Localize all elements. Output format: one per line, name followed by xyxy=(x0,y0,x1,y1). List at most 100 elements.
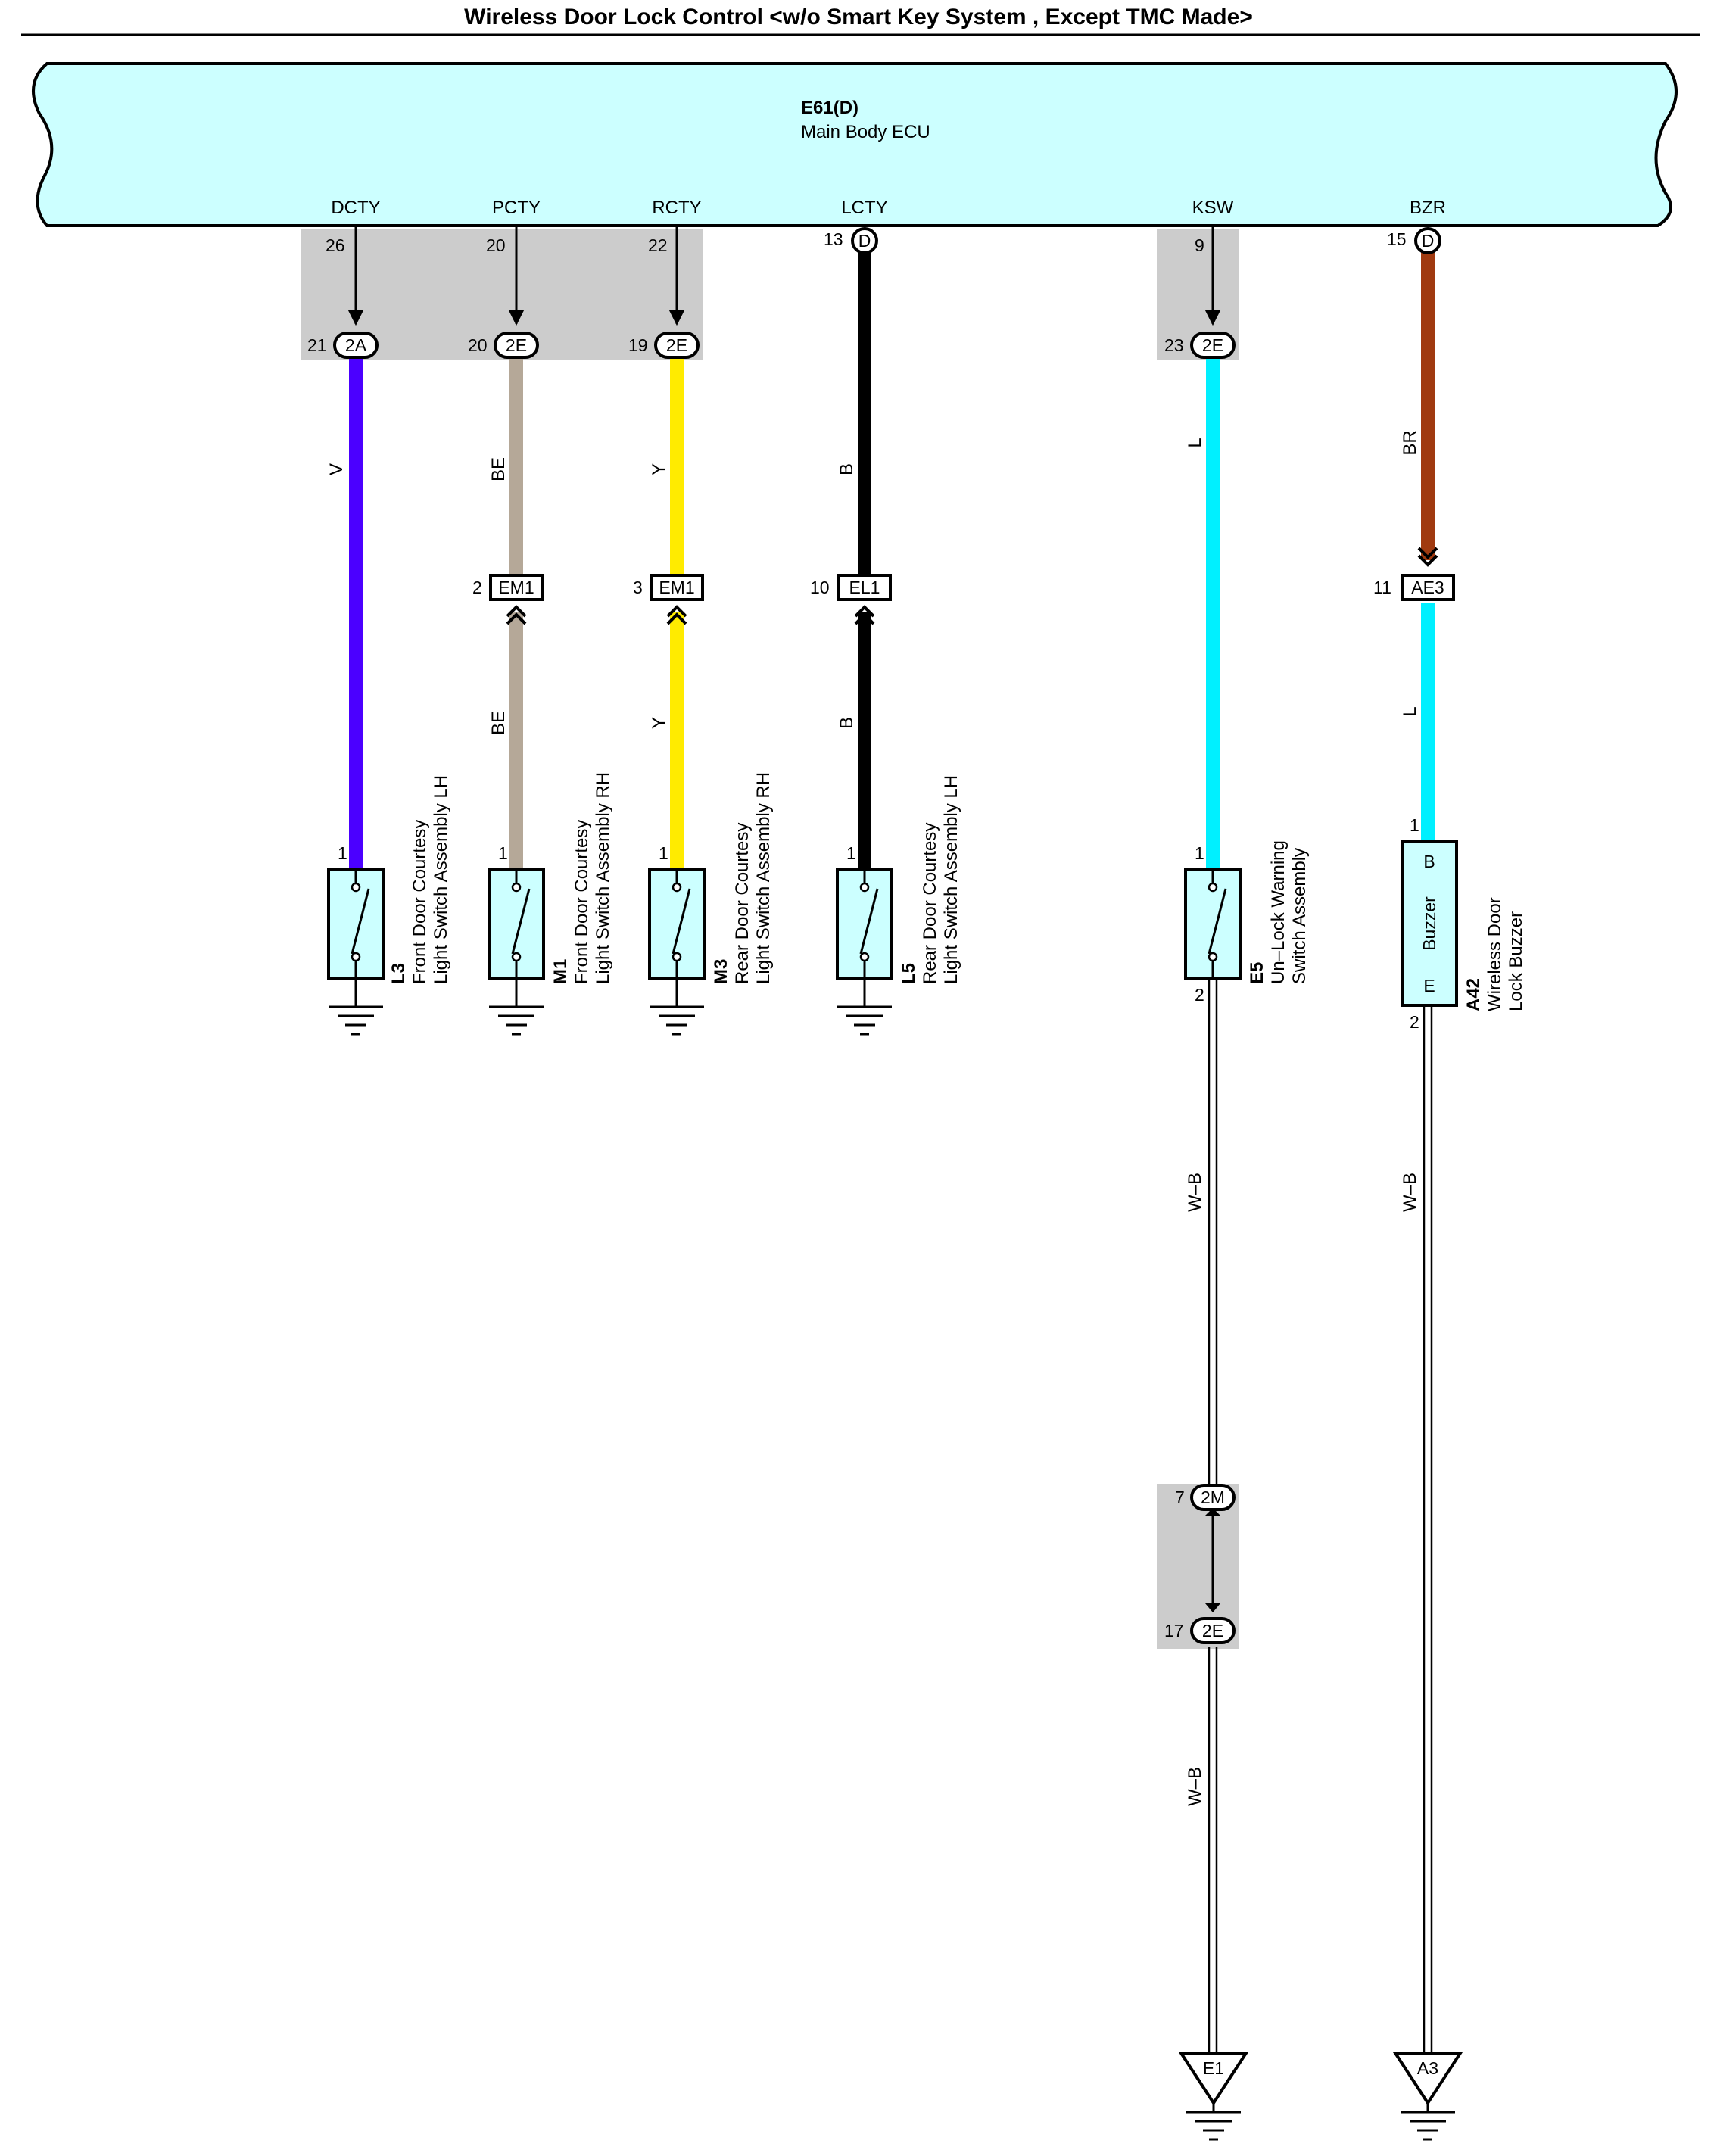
svg-text:1: 1 xyxy=(846,843,856,863)
switch-e5: 1 2 xyxy=(1184,843,1242,1005)
svg-text:D: D xyxy=(1422,231,1435,251)
ecu-pin-dcty: 26 xyxy=(326,235,345,255)
ecu-pin-pcty: 20 xyxy=(486,235,506,255)
svg-text:A42: A42 xyxy=(1463,978,1484,1011)
svg-text:1: 1 xyxy=(338,843,347,863)
svg-text:AE3: AE3 xyxy=(1411,578,1444,597)
signal-bzr: BZR xyxy=(1410,198,1446,218)
connector-em1-pcty: EM1 2 xyxy=(472,574,544,625)
svg-text:1: 1 xyxy=(498,843,508,863)
svg-text:B: B xyxy=(1423,852,1435,871)
svg-text:Light Switch Assembly RH: Light Switch Assembly RH xyxy=(593,772,613,984)
ecu-pin-lcty: 13 xyxy=(824,229,843,249)
svg-text:D: D xyxy=(858,231,871,251)
ecu-pin-bzr: 15 xyxy=(1387,229,1407,249)
signal-dcty: DCTY xyxy=(331,198,380,218)
svg-text:10: 10 xyxy=(810,578,830,597)
svg-text:20: 20 xyxy=(468,335,488,355)
label-l5: L5 Rear Door Courtesy Light Switch Assem… xyxy=(899,775,961,984)
ecu-block xyxy=(32,62,1678,227)
ecu-pin-rcty: 22 xyxy=(648,235,668,255)
wire-label-l-ksw: L xyxy=(1185,438,1205,447)
wire-wb-a42 xyxy=(1423,1005,1433,2053)
svg-text:A3: A3 xyxy=(1417,2058,1438,2078)
junction-2e-ground: 2E 17 xyxy=(1164,1617,1236,1644)
svg-text:3: 3 xyxy=(633,578,643,597)
junction-2e-rcty: 2E 19 xyxy=(628,332,700,359)
label-l3: L3 Front Door Courtesy Light Switch Asse… xyxy=(388,775,451,984)
svg-text:2M: 2M xyxy=(1201,1488,1225,1507)
svg-text:Rear Door Courtesy: Rear Door Courtesy xyxy=(920,823,940,984)
svg-text:2E: 2E xyxy=(1202,1621,1223,1640)
connector-em1-rcty: EM1 3 xyxy=(633,574,704,625)
svg-text:E: E xyxy=(1423,976,1435,995)
svg-text:Lock Buzzer: Lock Buzzer xyxy=(1506,911,1526,1011)
wire-label-wb-a42: W–B xyxy=(1400,1173,1420,1212)
svg-text:Light Switch Assembly RH: Light Switch Assembly RH xyxy=(753,772,774,984)
connector-ae3-bzr: AE3 11 xyxy=(1373,547,1455,601)
svg-text:Buzzer: Buzzer xyxy=(1419,896,1439,951)
svg-text:E1: E1 xyxy=(1203,2058,1224,2078)
svg-text:19: 19 xyxy=(628,335,648,355)
wire-label-y-lower: Y xyxy=(649,717,669,729)
signal-lcty: LCTY xyxy=(841,198,887,218)
svg-text:Un–Lock Warning: Un–Lock Warning xyxy=(1268,840,1289,984)
ecu-code: E61(D) xyxy=(801,98,858,118)
wire-label-l-bzr: L xyxy=(1400,706,1420,716)
switch-m1: 1 xyxy=(488,843,545,1036)
svg-text:2E: 2E xyxy=(1202,335,1223,355)
ecu-connector-lcty: D xyxy=(851,227,878,254)
junction-2e-pcty: 2E 20 xyxy=(468,332,539,359)
switch-m3: 1 xyxy=(648,843,706,1036)
svg-text:2E: 2E xyxy=(506,335,527,355)
wire-label-y-upper: Y xyxy=(649,463,669,475)
wire-wb-e5 xyxy=(1208,977,1218,2053)
svg-text:EM1: EM1 xyxy=(659,578,694,597)
label-m3: M3 Rear Door Courtesy Light Switch Assem… xyxy=(711,772,774,984)
svg-text:7: 7 xyxy=(1175,1488,1185,1507)
svg-text:Light Switch Assembly LH: Light Switch Assembly LH xyxy=(431,775,451,984)
switch-l3: 1 xyxy=(327,843,385,1036)
svg-text:23: 23 xyxy=(1164,335,1184,355)
svg-text:2A: 2A xyxy=(345,335,367,355)
svg-text:2: 2 xyxy=(1195,985,1204,1005)
svg-text:EL1: EL1 xyxy=(849,578,880,597)
svg-text:EM1: EM1 xyxy=(498,578,534,597)
svg-text:E5: E5 xyxy=(1247,962,1267,984)
svg-text:1: 1 xyxy=(1195,843,1204,863)
wire-label-v: V xyxy=(326,463,347,475)
svg-text:Rear Door Courtesy: Rear Door Courtesy xyxy=(732,823,753,984)
switch-l5: 1 xyxy=(836,843,893,1036)
svg-text:M3: M3 xyxy=(711,959,731,984)
wire-label-be-lower: BE xyxy=(488,711,509,735)
svg-text:21: 21 xyxy=(307,335,327,355)
svg-text:L3: L3 xyxy=(388,963,409,984)
svg-text:2E: 2E xyxy=(666,335,687,355)
svg-text:M1: M1 xyxy=(550,959,571,984)
label-m1: M1 Front Door Courtesy Light Switch Asse… xyxy=(550,772,613,984)
wire-label-wb-e5-lower: W–B xyxy=(1185,1767,1205,1806)
connector-el1-lcty: EL1 10 xyxy=(810,574,892,625)
wire-label-wb-e5-upper: W–B xyxy=(1185,1173,1205,1212)
ground-a3: A3 xyxy=(1392,2052,1463,2141)
ecu-name: Main Body ECU xyxy=(801,122,930,142)
signal-pcty: PCTY xyxy=(492,198,541,218)
svg-text:Front Door Courtesy: Front Door Courtesy xyxy=(572,820,592,984)
svg-text:11: 11 xyxy=(1373,578,1391,597)
label-a42: A42 Wireless Door Lock Buzzer xyxy=(1463,897,1526,1011)
junction-2e-ksw: 2E 23 xyxy=(1164,332,1236,359)
svg-text:1: 1 xyxy=(1410,815,1419,835)
svg-text:17: 17 xyxy=(1164,1621,1184,1640)
svg-text:2: 2 xyxy=(472,578,482,597)
wire-label-be-upper: BE xyxy=(488,457,509,481)
label-e5: E5 Un–Lock Warning Switch Assembly xyxy=(1247,840,1310,984)
signal-rcty: RCTY xyxy=(652,198,701,218)
svg-text:Wireless Door: Wireless Door xyxy=(1485,897,1505,1011)
svg-text:2: 2 xyxy=(1410,1012,1419,1032)
ecu-pin-ksw: 9 xyxy=(1195,235,1204,255)
wire-label-b-lower: B xyxy=(837,717,857,729)
wire-label-b-upper: B xyxy=(837,463,857,475)
buzzer-a42: 1 B Buzzer E 2 xyxy=(1401,815,1458,1032)
svg-text:Light Switch Assembly LH: Light Switch Assembly LH xyxy=(941,775,961,984)
